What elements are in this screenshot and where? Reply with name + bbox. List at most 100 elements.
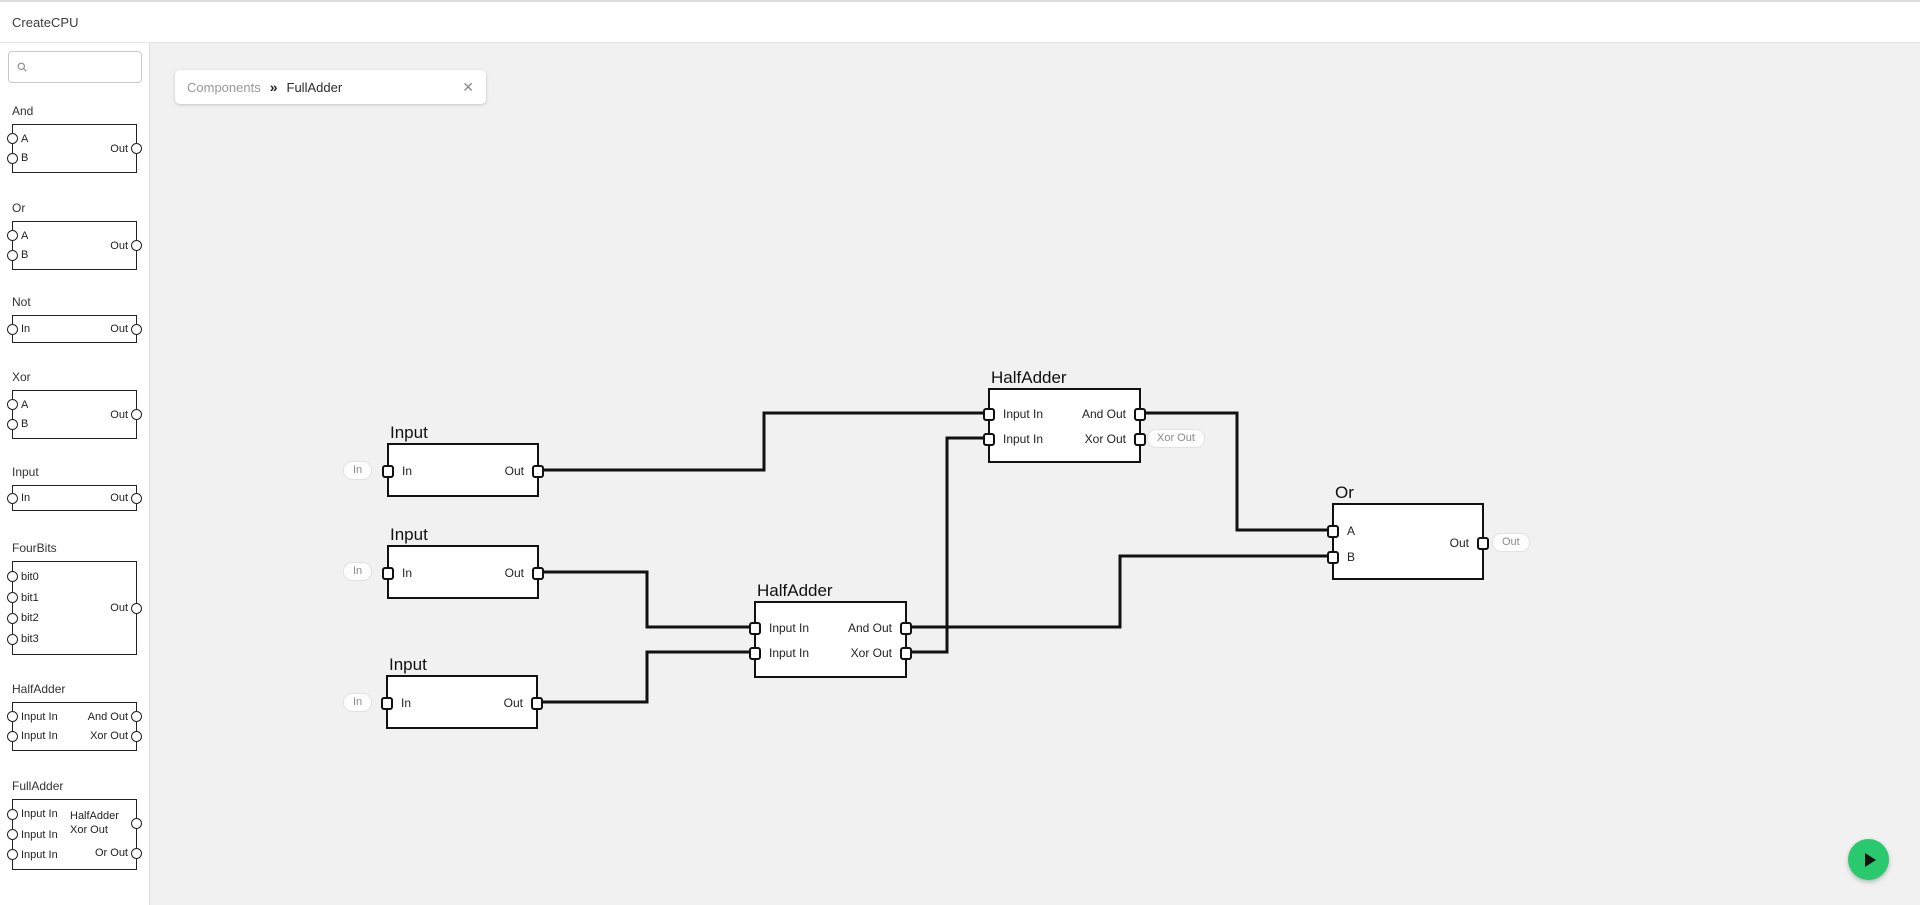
palette-card-fulladder[interactable]: Input In Input In Input In HalfAdder Xor… <box>7 799 142 870</box>
output-port[interactable] <box>131 409 142 420</box>
palette-card-input[interactable]: In Out <box>7 485 142 511</box>
port-xor-out[interactable] <box>900 647 912 660</box>
palette-card-halfadder[interactable]: Input In Input In And Out Xor Out <box>7 702 142 751</box>
output-port[interactable] <box>131 240 142 251</box>
port-in[interactable] <box>381 697 393 710</box>
search-input[interactable] <box>33 60 133 74</box>
input-port[interactable] <box>7 571 18 583</box>
input-port[interactable] <box>7 323 18 335</box>
wire[interactable] <box>538 650 754 704</box>
port-out[interactable] <box>532 465 544 478</box>
output-port[interactable] <box>131 711 142 723</box>
palette-item-input: Input In Out <box>7 465 142 511</box>
palette-label: HalfAdder <box>12 682 66 696</box>
port-input-in-2[interactable] <box>749 647 761 660</box>
port-label: Out <box>504 464 524 478</box>
node-input-3[interactable]: Input In Out <box>381 655 543 729</box>
port-in[interactable] <box>382 567 394 580</box>
port-label: Out <box>1449 536 1469 550</box>
input-port[interactable] <box>7 133 18 145</box>
palette-card-not[interactable]: In Out <box>7 315 142 343</box>
node-input-1[interactable]: Input In Out <box>382 423 544 497</box>
node-input-2[interactable]: Input In Out <box>382 525 544 599</box>
sidebar: And A B Out Or A B Out Not I <box>0 43 150 905</box>
port-label: Input In <box>1003 407 1044 421</box>
external-pin-badge-xor-out: Xor Out <box>1147 429 1205 448</box>
input-port[interactable] <box>7 849 18 861</box>
palette-item-or: Or A B Out <box>7 201 142 270</box>
port-input-in-2[interactable] <box>983 433 995 446</box>
palette-item-fulladder: FullAdder Input In Input In Input In Hal… <box>7 779 142 870</box>
node-title: Input <box>390 525 428 544</box>
input-port[interactable] <box>7 808 18 820</box>
input-port[interactable] <box>7 612 18 624</box>
output-port[interactable] <box>131 602 142 614</box>
close-icon[interactable]: ✕ <box>462 78 474 95</box>
run-button[interactable] <box>1848 839 1889 880</box>
external-pin-badge-out: Out <box>1492 533 1530 552</box>
output-port[interactable] <box>131 730 142 742</box>
input-port[interactable] <box>7 230 18 242</box>
palette-card-fourbits[interactable]: bit0 bit1 bit2 bit3 Out <box>7 561 142 655</box>
breadcrumb-separator-icon: » <box>269 79 278 95</box>
input-port[interactable] <box>7 711 18 723</box>
input-port[interactable] <box>7 249 18 261</box>
output-port[interactable] <box>131 143 142 154</box>
node-halfadder-top[interactable]: HalfAdder Input In Input In And Out Xor … <box>983 368 1146 463</box>
wire[interactable] <box>539 570 754 629</box>
input-port[interactable] <box>7 418 18 430</box>
external-pin-badge-in-1: In <box>343 461 373 480</box>
wire[interactable] <box>907 436 988 654</box>
input-port[interactable] <box>7 399 18 411</box>
input-port[interactable] <box>7 633 18 645</box>
port-input-in-1[interactable] <box>983 408 995 421</box>
port-out[interactable] <box>532 567 544 580</box>
port-out[interactable] <box>531 697 543 710</box>
port-label: In <box>402 464 413 478</box>
tab-title: FullAdder <box>286 79 343 95</box>
port-label: In <box>401 696 412 710</box>
external-pin-badge-in-2: In <box>343 562 373 581</box>
palette-item-xor: Xor A B Out <box>7 370 142 439</box>
palette-card-xor[interactable]: A B Out <box>7 390 142 439</box>
palette-item-not: Not In Out <box>7 295 142 343</box>
output-port[interactable] <box>131 818 142 830</box>
port-and-out[interactable] <box>900 622 912 635</box>
port-out[interactable] <box>1477 537 1489 550</box>
node-title: HalfAdder <box>991 368 1067 387</box>
output-port[interactable] <box>131 492 142 504</box>
wire[interactable] <box>539 411 988 472</box>
port-label: In <box>402 566 413 580</box>
breadcrumb-root[interactable]: Components <box>187 79 261 95</box>
input-port[interactable] <box>7 592 18 604</box>
palette-card-or[interactable]: A B Out <box>7 221 142 270</box>
search-box[interactable] <box>8 51 142 83</box>
port-a[interactable] <box>1327 525 1339 538</box>
tab-fulladder[interactable]: Components » FullAdder ✕ <box>175 70 486 104</box>
node-title: Input <box>390 423 428 442</box>
output-port[interactable] <box>131 323 142 335</box>
port-input-in-1[interactable] <box>749 622 761 635</box>
port-label: And Out <box>847 621 892 635</box>
node-or[interactable]: Or A B Out <box>1327 483 1489 580</box>
palette-item-halfadder: HalfAdder Input In Input In And Out Xor … <box>7 682 142 751</box>
wire[interactable] <box>1141 411 1332 532</box>
play-icon <box>1865 852 1876 867</box>
palette-item-and: And A B Out <box>7 104 142 173</box>
output-port[interactable] <box>131 847 142 859</box>
port-label: Xor Out <box>850 646 892 660</box>
palette-item-fourbits: FourBits bit0 bit1 bit2 bit3 Out <box>7 541 142 655</box>
port-in[interactable] <box>382 465 394 478</box>
port-xor-out[interactable] <box>1134 433 1146 446</box>
wire[interactable] <box>907 554 1332 629</box>
external-pin-badge-in-3: In <box>343 693 373 712</box>
input-port[interactable] <box>7 492 18 504</box>
input-port[interactable] <box>7 152 18 164</box>
input-port[interactable] <box>7 730 18 742</box>
palette-card-and[interactable]: A B Out <box>7 124 142 173</box>
node-halfadder-bottom[interactable]: HalfAdder Input In Input In And Out Xor … <box>749 581 912 678</box>
port-b[interactable] <box>1327 551 1339 564</box>
port-and-out[interactable] <box>1134 408 1146 421</box>
input-port[interactable] <box>7 829 18 840</box>
